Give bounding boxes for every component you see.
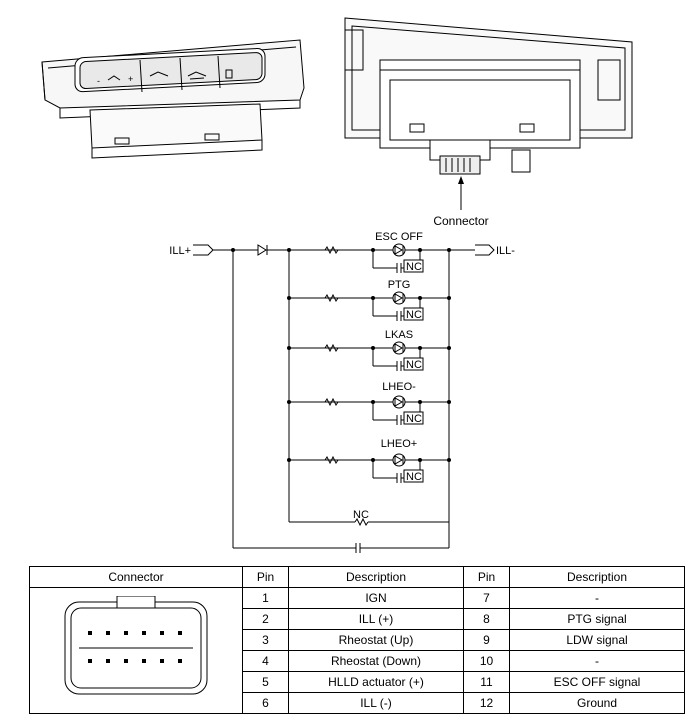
svg-text:-: - — [97, 76, 100, 86]
table-row: 2 ILL (+) 8 PTG signal — [30, 608, 685, 630]
header-connector: Connector — [29, 566, 243, 588]
diagram-artwork: - + Connector — [41, 17, 633, 553]
description-cell: Rheostat (Down) — [288, 650, 464, 672]
table-row: 4 Rheostat (Down) 10 - — [30, 650, 685, 672]
header-pin: Pin — [242, 566, 289, 588]
nc-label: NC — [406, 261, 422, 273]
pin-cell: 5 — [242, 671, 289, 693]
switch-panel-illustration: - + — [41, 39, 305, 159]
nc-label: NC — [406, 359, 422, 371]
connector-callout-arrow — [458, 176, 464, 184]
nc-label: NC — [406, 309, 422, 321]
branch-label: LKAS — [385, 329, 413, 341]
branch-lkas: LKAS NC — [289, 329, 449, 371]
pin-cell: 1 — [242, 587, 289, 609]
pin-cell: 2 — [242, 608, 289, 630]
description-cell: - — [509, 587, 685, 609]
pin-cell: 10 — [463, 650, 510, 672]
svg-text:+: + — [128, 74, 133, 84]
pin-cell: 3 — [242, 629, 289, 651]
table-row: 3 Rheostat (Up) 9 LDW signal — [30, 629, 685, 651]
description-cell: LDW signal — [509, 629, 685, 651]
pin-cell: 9 — [463, 629, 510, 651]
branch-esc-off: ESC OFF NC — [324, 231, 424, 273]
connector-callout-label: Connector — [433, 214, 488, 228]
header-description: Description — [288, 566, 464, 588]
description-cell: Rheostat (Up) — [288, 629, 464, 651]
branch-ptg: PTG NC — [289, 279, 449, 321]
pin-cell: 6 — [242, 692, 289, 714]
table-row: 5 HLLD actuator (+) 11 ESC OFF signal — [30, 671, 685, 693]
pin-cell: 8 — [463, 608, 510, 630]
branch-label: PTG — [388, 279, 411, 291]
connector-drawing-cell — [29, 587, 243, 714]
nc-label: NC — [406, 413, 422, 425]
table-row: 1 IGN 7 - — [29, 587, 685, 714]
description-cell: Ground — [509, 692, 685, 714]
ill-plus-label: ILL+ — [169, 245, 191, 257]
pin-cell: 11 — [463, 671, 510, 693]
pin-cell: 12 — [463, 692, 510, 714]
description-cell: ILL (-) — [288, 692, 464, 714]
description-cell: IGN — [288, 587, 464, 609]
branch-lheo-minus: LHEO- NC — [289, 381, 449, 425]
description-cell: - — [509, 650, 685, 672]
circuit-schematic — [193, 244, 495, 553]
pin-cell: 7 — [463, 587, 510, 609]
nc-label: NC — [406, 471, 422, 483]
connector-face-icon — [64, 595, 208, 695]
pin-table: Connector Pin Description Pin Descriptio… — [29, 566, 685, 714]
pin-table-header: Connector Pin Description Pin Descriptio… — [29, 566, 685, 588]
description-cell: ILL (+) — [288, 608, 464, 630]
junction-dots — [231, 248, 451, 462]
pin-cell: 4 — [242, 650, 289, 672]
description-cell: HLLD actuator (+) — [288, 671, 464, 693]
header-description: Description — [509, 566, 685, 588]
switch-rear-illustration — [344, 17, 633, 175]
description-cell: PTG signal — [509, 608, 685, 630]
header-pin: Pin — [463, 566, 510, 588]
ill-minus-label: ILL- — [496, 245, 515, 257]
description-cell: ESC OFF signal — [509, 671, 685, 693]
branch-label: LHEO+ — [381, 438, 417, 450]
branch-label: LHEO- — [382, 381, 416, 393]
branch-lheo-plus: LHEO+ NC — [289, 438, 449, 483]
table-row: 6 ILL (-) 12 Ground — [30, 692, 685, 714]
nc-resistor-label: NC — [353, 509, 369, 521]
branch-label: ESC OFF — [375, 231, 423, 243]
